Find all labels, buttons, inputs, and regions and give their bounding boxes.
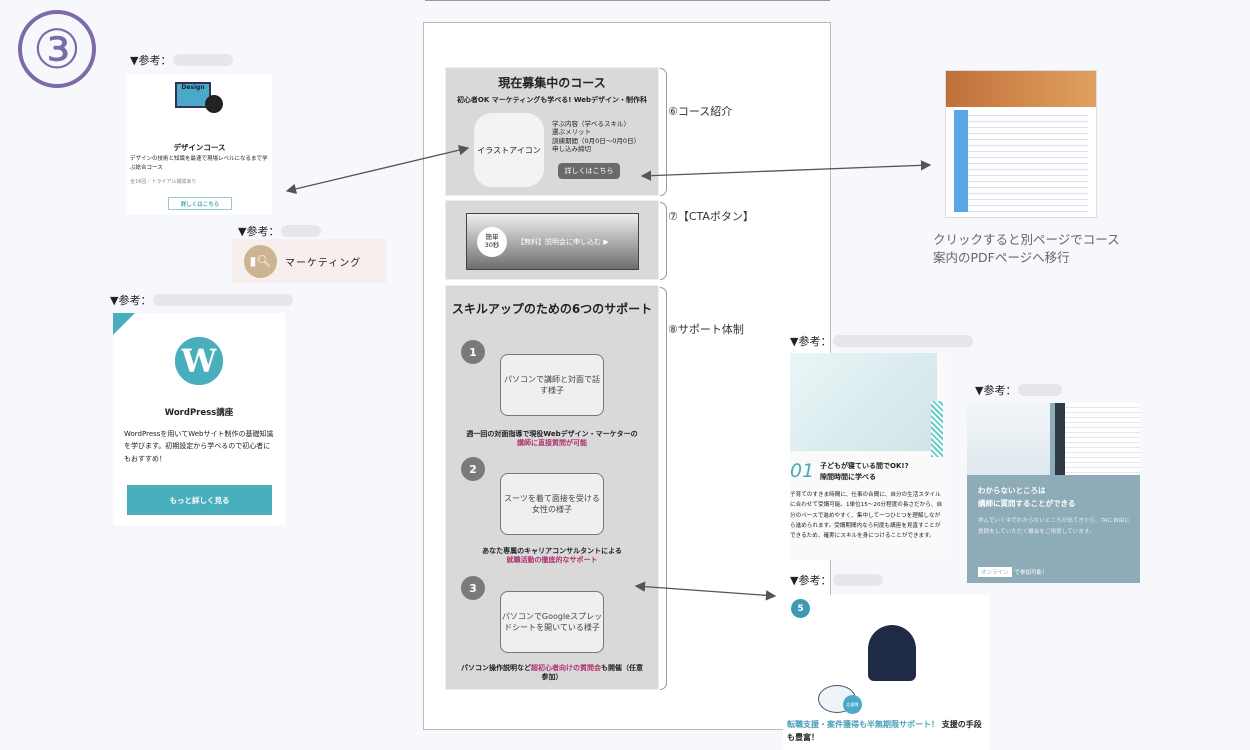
support-image-placeholder: パソコンで講師と対面で話す様子 [500, 354, 604, 416]
woman-photo [790, 353, 937, 451]
support-number: 2 [461, 457, 485, 481]
card-title: デザインコース [173, 143, 226, 152]
title-line: 講師に質問することができる [978, 498, 1076, 508]
more-details-button[interactable]: もっと詳しく見る [127, 485, 272, 515]
arrow-course-to-pdf [640, 160, 932, 181]
caption-highlight: 超初心者向けの質問会 [531, 664, 601, 672]
course-detail: 訓練期間（0月0日〜0月0日） [552, 136, 641, 145]
cta-badge-line2: 30秒 [484, 240, 500, 249]
pdf-page-thumbnail[interactable] [945, 70, 1097, 218]
redacted-url [173, 54, 234, 66]
chart-search-icon: ▮🔍︎ [244, 244, 277, 278]
course-subtitle: 初心者OK マーケティングも学べる! Webデザイン・制作科 [456, 96, 648, 104]
reference-label: ▼参考： [238, 223, 322, 239]
annotation-cta: ⑦【CTAボタン】 [668, 210, 754, 223]
title-highlight: 転職支援・案件獲得も半無期限サポート！ [787, 720, 939, 729]
support-image-placeholder: パソコンでGoogleスプレッドシートを開いている様子 [500, 591, 604, 653]
marketing-label: マーケティング [285, 257, 362, 269]
design-course-card: Design デザインコース デザインの技術と知識を最速で現場レベルになるまで学… [127, 75, 272, 215]
support-number: 3 [461, 576, 485, 600]
pdf-note: クリックすると別ページでコース案内のPDFページへ移行 [933, 232, 1120, 265]
reference-text: ▼参考： [130, 54, 172, 67]
title-line: わからないところは [978, 486, 1046, 495]
support-caption: あなた専属のキャリアコンサルタントによる就職活動の徹底的なサポート [448, 547, 656, 566]
stripe-decoration [931, 401, 943, 457]
corner-decoration [113, 313, 135, 335]
card-desc: 学んでいく中でわからないところが出てきたら、TAに自由に質問をしていただく機会を… [978, 518, 1130, 536]
course-detail: 選ぶメリット [552, 128, 591, 137]
reference-text: ▼参考： [238, 225, 280, 238]
card-title: わからないところは講師に質問することができる [978, 485, 1075, 511]
arrow-support-to-career [634, 581, 777, 601]
course-detail: 学ぶ内容（学べるスキル） [552, 120, 630, 128]
online-note-text: で参加可能！ [1014, 570, 1048, 576]
reference-text: ▼参考： [790, 574, 832, 587]
support-image-placeholder: スーツを着て面接を受ける女性の様子 [500, 473, 604, 535]
online-note: オンラインで参加可能！ [978, 567, 1048, 577]
caption-text: 週一回の対面指導で現役Webデザイン・マーケターの [466, 430, 638, 438]
marketing-category[interactable]: ▮🔍︎ マーケティング [232, 239, 386, 283]
wordpress-logo-icon: W [172, 334, 226, 388]
reference-label: ▼参考： [975, 382, 1063, 398]
redacted-url [281, 225, 322, 237]
arrow-design-to-course [285, 145, 470, 194]
reference-label: ▼参考： [110, 292, 294, 308]
divider [425, 0, 830, 1]
redacted-url [1018, 384, 1063, 396]
redacted-url [833, 574, 884, 586]
card-desc: デザインの技術と知識を最速で現場レベルになるまで学ぶ総合コース [130, 156, 268, 171]
person-illustration [205, 95, 223, 113]
details-button[interactable]: 詳しくはこちら [168, 197, 232, 210]
card-title: WordPress講座 [164, 408, 234, 418]
reference-label: ▼参考： [790, 333, 974, 349]
redacted-url [833, 335, 974, 347]
card-meta: 全16回／トライアル期間あり [130, 179, 197, 185]
person-illustration [868, 625, 916, 681]
reference-label: ▼参考： [790, 572, 884, 588]
caption-text: パソコン操作説明など [461, 664, 531, 672]
section-number-badge: ③ [18, 10, 96, 88]
instructors-photo [967, 403, 1050, 475]
caption-text: あなた専属のキャリアコンサルタントによる [482, 547, 622, 555]
card-title: 転職支援・案件獲得も半無期限サポート！ 支援の手段も豊富！ [787, 718, 987, 744]
item-number: 01 [790, 460, 815, 482]
support-number: 1 [461, 340, 485, 364]
cta-badge-line1: 簡単 [485, 232, 499, 241]
mascot-badge: 応援隊 [843, 695, 862, 714]
reference-text: ▼参考： [975, 384, 1017, 397]
reference-label: ▼参考： [130, 52, 234, 68]
annotation-support: ⑧サポート体制 [668, 323, 744, 336]
wordpress-card: W WordPress講座 WordPressを用いてWebサイト制作の基礎知識… [113, 313, 285, 525]
item-number: 5 [791, 599, 810, 618]
career-support-card: 5 応援隊 転職支援・案件獲得も半無期限サポート！ 支援の手段も豊富！ [783, 595, 990, 750]
redacted-url [153, 294, 294, 306]
support-title: スキルアップのための6つのサポート [451, 302, 653, 316]
cta-label: 【無料】説明会に申し込む ▶ [517, 237, 609, 246]
ta-support-card: わからないところは講師に質問することができる 学んでいく中でわからないところが出… [967, 403, 1140, 583]
online-badge: オンライン [978, 567, 1012, 577]
course-detail: 申し込み締切 [552, 145, 591, 154]
course-details-button[interactable]: 詳しくはこちら [558, 163, 620, 179]
support-caption: 週一回の対面指導で現役Webデザイン・マーケターの講師に直接質問が可能 [448, 430, 656, 449]
caption-highlight: 就職活動の徹底的なサポート [506, 556, 598, 565]
laptop-illustration: Design [175, 82, 211, 108]
caption-text: も開催（任意参加） [541, 664, 644, 682]
title-text: 支援の手段も豊富！ [787, 720, 982, 743]
caption-highlight: 講師に直接質問が可能 [517, 439, 587, 448]
flex-learning-card: 01 子どもが寝ている間でOK!? 隙間時間に学べる 子育てのすきま時間に、仕事… [790, 353, 945, 560]
card-title: 子どもが寝ている間でOK!? 隙間時間に学べる [820, 462, 909, 482]
course-panel: 現在募集中のコース 初心者OK マーケティングも学べる! Webデザイン・制作科… [445, 67, 659, 196]
course-title: 現在募集中のコース [498, 76, 606, 90]
chat-screenshot [1055, 403, 1140, 475]
card-desc: 子育てのすきま時間に、仕事の合間に、自分の生活スタイルに合わせて受講可能。1単位… [790, 492, 943, 540]
reference-text: ▼参考： [110, 294, 152, 307]
annotation-course: ⑥コース紹介 [668, 105, 733, 118]
illustration-placeholder: イラストアイコン [474, 113, 544, 187]
reference-text: ▼参考： [790, 335, 832, 348]
support-caption: パソコン操作説明など超初心者向けの質問会も開催（任意参加） [448, 664, 656, 683]
card-desc: WordPressを用いてWebサイト制作の基礎知識を学びます。初期設定から学べ… [124, 430, 274, 463]
